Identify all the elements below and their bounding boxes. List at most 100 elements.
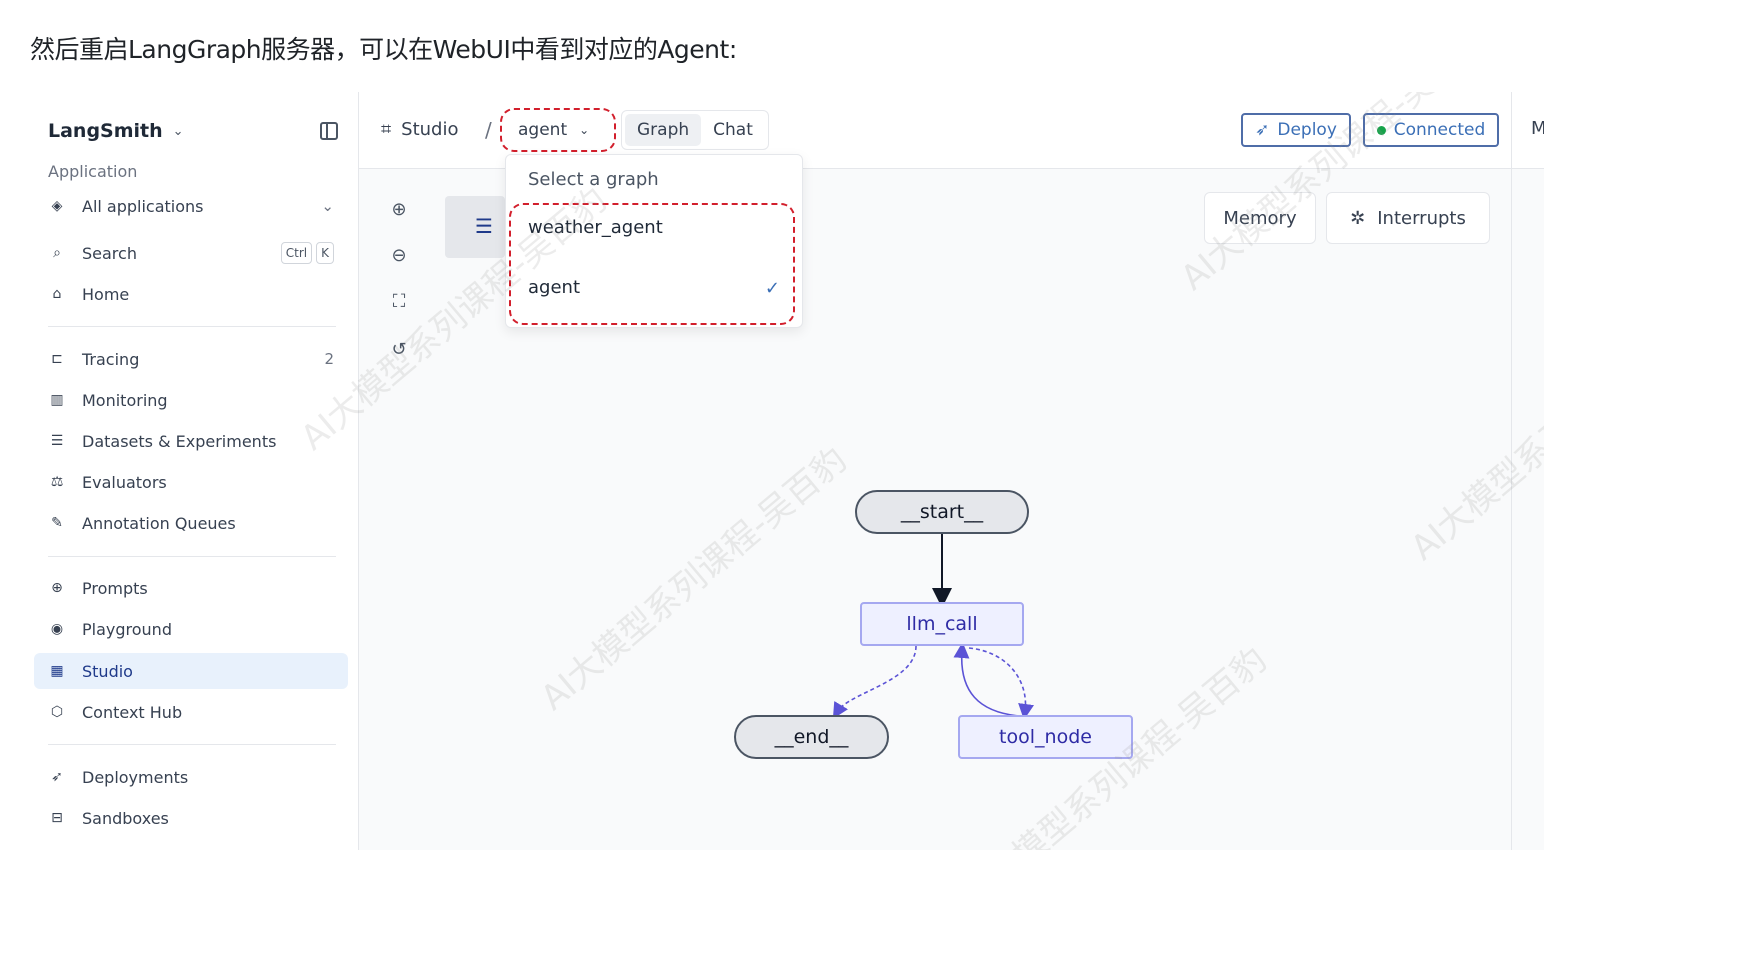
- sidebar-item-monitoring[interactable]: ▥ Monitoring: [34, 382, 348, 418]
- graph-node-start[interactable]: __start__: [855, 490, 1029, 534]
- sidebar-item-annotation-queues[interactable]: ✎ Annotation Queues: [34, 505, 348, 541]
- chevron-down-icon: ⌄: [321, 197, 334, 215]
- sidebar-item-prompts[interactable]: ⊕ Prompts: [34, 570, 348, 606]
- tracing-icon: ⊏: [51, 351, 63, 367]
- sidebar-item-label: Prompts: [82, 578, 148, 598]
- sidebar-item-search[interactable]: ⌕ Search Ctrl K: [34, 235, 348, 271]
- tab-graph[interactable]: Graph: [625, 114, 702, 146]
- sidebar-item-label: Evaluators: [82, 472, 167, 492]
- sidebar-item-deployments[interactable]: ➶ Deployments: [34, 759, 348, 795]
- sidebar-item-playground[interactable]: ◉ Playground: [34, 611, 348, 647]
- divider: [48, 744, 336, 745]
- graph-select-dropdown: Select a graph weather_agent agent ✓: [505, 154, 803, 328]
- dropdown-option-weather-agent[interactable]: weather_agent: [528, 217, 663, 238]
- graph-node-tool-node[interactable]: tool_node: [958, 715, 1133, 759]
- panel-divider: [1511, 92, 1512, 168]
- divider: [48, 326, 336, 327]
- breadcrumb-studio[interactable]: ⌗ Studio: [381, 119, 458, 140]
- graph-edges: [832, 534, 1034, 720]
- count-badge: 2: [324, 350, 334, 368]
- home-icon: ⌂: [52, 286, 62, 302]
- evaluators-icon: ⚖: [50, 474, 64, 490]
- dropdown-option-agent[interactable]: agent: [528, 277, 580, 298]
- sidebar-item-sandboxes[interactable]: ⊟ Sandboxes: [34, 800, 348, 836]
- rocket-icon: ➶: [1255, 120, 1270, 140]
- sidebar-item-label: Monitoring: [82, 390, 168, 410]
- dropdown-label: Select a graph: [528, 169, 659, 190]
- fit-view-icon[interactable]: ⛶: [392, 291, 406, 312]
- sidebar-item-label: Datasets & Experiments: [82, 431, 277, 451]
- edge-tool-llm: [953, 642, 1020, 717]
- edge-llm-end: [832, 645, 917, 719]
- sidebar-item-context-hub[interactable]: ⬡ Context Hub: [34, 694, 348, 730]
- graph-select[interactable]: agent ⌄: [504, 110, 614, 150]
- studio-icon: ⌗: [381, 119, 392, 140]
- server-icon: ⊟: [51, 810, 63, 826]
- cube-icon: ⬡: [50, 704, 64, 720]
- sidebar-item-label: Tracing: [82, 349, 140, 369]
- caption-text: 然后重启LangGraph服务器，可以在WebUI中看到对应的Agent:: [30, 35, 737, 64]
- bug-icon: ✲: [1350, 207, 1366, 229]
- panel-divider: [1511, 168, 1512, 850]
- layers-icon: ◈: [51, 198, 63, 214]
- tab-chat[interactable]: Chat: [713, 120, 753, 140]
- zoom-out-icon[interactable]: ⊖: [391, 245, 407, 266]
- interrupts-label: Interrupts: [1377, 207, 1466, 229]
- right-panel-label: M: [1531, 118, 1544, 139]
- sidebar-item-tracing[interactable]: ⊏ Tracing 2: [34, 341, 348, 377]
- sidebar-item-label: Annotation Queues: [82, 513, 236, 533]
- chevron-down-icon: ⌄: [172, 123, 184, 139]
- section-label: Application: [48, 162, 138, 181]
- sidebar-item-evaluators[interactable]: ⚖ Evaluators: [34, 464, 348, 500]
- rocket-icon: ➶: [51, 769, 63, 785]
- sidebar-item-home[interactable]: ⌂ Home: [34, 276, 348, 312]
- kbd-k: K: [316, 242, 334, 264]
- play-icon: ◉: [50, 621, 64, 637]
- interrupts-button[interactable]: ✲ Interrupts: [1326, 192, 1490, 244]
- zoom-in-icon[interactable]: ⊕: [391, 199, 407, 220]
- sidebar-item-all-applications[interactable]: ◈ All applications ⌄: [34, 188, 348, 224]
- sidebar-item-label: Studio: [82, 661, 133, 681]
- studio-main: ⌗ Studio / agent ⌄ Graph Chat ➶ Deploy C…: [293, 92, 1544, 850]
- brand-switcher[interactable]: LangSmith ⌄: [48, 120, 184, 142]
- chevron-down-icon: ⌄: [579, 123, 590, 137]
- deploy-button[interactable]: ➶ Deploy: [1241, 113, 1351, 147]
- sidebar-item-label: Home: [82, 284, 130, 304]
- memory-button[interactable]: Memory: [1204, 192, 1316, 244]
- deploy-label: Deploy: [1277, 120, 1337, 140]
- breadcrumb-separator: /: [485, 118, 492, 142]
- graph-node-end[interactable]: __end__: [734, 715, 889, 759]
- sidebar-item-label: All applications: [82, 196, 204, 216]
- sidebar-item-datasets[interactable]: ☰ Datasets & Experiments: [34, 423, 348, 459]
- sidebar-item-label: Sandboxes: [82, 808, 169, 828]
- sidebar-toggle-icon[interactable]: [320, 122, 338, 140]
- view-tabs: Graph Chat: [621, 110, 769, 150]
- brand-name: LangSmith: [48, 120, 163, 142]
- app-window: LangSmith ⌄ Application ◈ All applicatio…: [34, 92, 1544, 850]
- sidebar-item-studio[interactable]: ▦ Studio: [34, 653, 348, 689]
- reset-icon[interactable]: ↺: [391, 339, 407, 360]
- divider: [48, 556, 336, 557]
- studio-icon: ▦: [50, 663, 64, 679]
- monitoring-icon: ▥: [50, 392, 64, 408]
- check-icon: ✓: [764, 278, 780, 299]
- database-icon: ☰: [50, 433, 64, 449]
- breadcrumb-label: Studio: [401, 119, 459, 140]
- sidebar-item-label: Search: [82, 243, 137, 263]
- kbd-ctrl: Ctrl: [280, 242, 313, 264]
- prompt-icon: ⊕: [51, 580, 63, 596]
- sidebar: LangSmith ⌄ Application ◈ All applicatio…: [34, 92, 359, 850]
- graph-select-value: agent: [518, 120, 568, 140]
- sidebar-item-label: Context Hub: [82, 702, 183, 722]
- search-icon: ⌕: [53, 245, 61, 261]
- shortcut-hint: Ctrl K: [280, 242, 334, 264]
- edge-llm-tool: [968, 647, 1034, 720]
- sidebar-item-label: Playground: [82, 619, 172, 639]
- sidebar-item-label: Deployments: [82, 767, 189, 787]
- connection-status-button[interactable]: Connected: [1363, 113, 1499, 147]
- pen-icon: ✎: [51, 515, 63, 531]
- graph-node-llm-call[interactable]: llm_call: [860, 602, 1024, 646]
- status-dot-icon: [1376, 125, 1386, 135]
- connected-label: Connected: [1393, 120, 1486, 140]
- graph-minimap[interactable]: [445, 196, 505, 258]
